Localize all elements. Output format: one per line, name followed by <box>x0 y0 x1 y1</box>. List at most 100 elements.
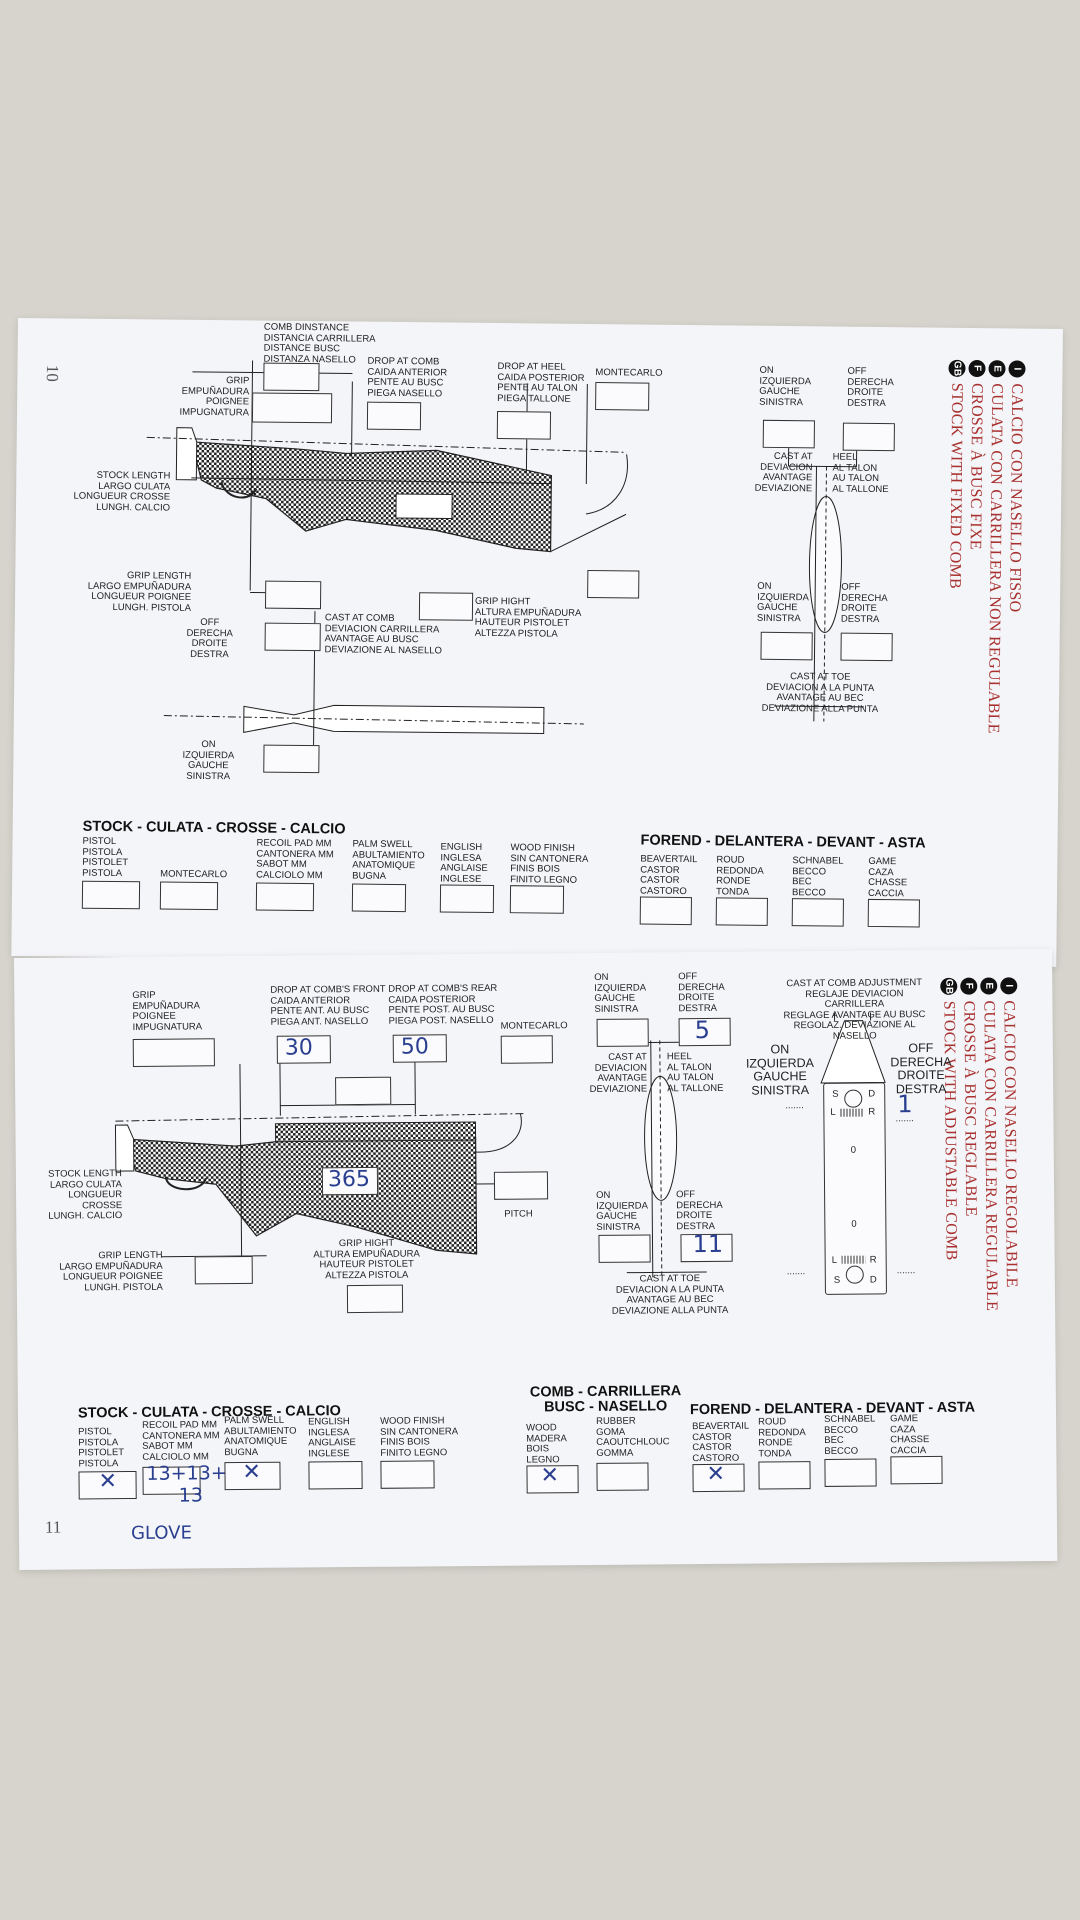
scale-top <box>840 1108 865 1117</box>
opt-pistol-label: PISTOL PISTOLA PISTOLET PISTOLA <box>82 835 129 879</box>
panel-d-bot: D <box>869 1274 877 1286</box>
forend-beavertail-value: ✕ <box>706 1461 726 1487</box>
adjust-screw-top[interactable] <box>844 1089 863 1108</box>
cast-toe-on-label: ON IZQUIERDA GAUCHE SINISTRA <box>596 1189 648 1233</box>
forend-round-field[interactable] <box>758 1461 811 1490</box>
montecarlo-field[interactable] <box>500 1035 553 1064</box>
drop-comb-field[interactable] <box>366 401 422 431</box>
comb-wood-value: ✕ <box>540 1463 560 1489</box>
grip-length-field[interactable] <box>194 1255 253 1285</box>
opt-recoil-value: 13+13+ <box>146 1462 227 1485</box>
comb-distance-label: COMB DINSTANCE DISTANCIA CARRILLERA DIST… <box>263 321 376 366</box>
stock-section-title: STOCK - CULATA - CROSSE - CALCIO <box>82 818 346 838</box>
opt-english-field[interactable] <box>439 884 495 914</box>
adj-dots-bot-right: ....... <box>896 1265 916 1277</box>
drop-heel-label: DROP AT HEEL CAIDA POSTERIOR PENTE AU TA… <box>497 361 585 405</box>
opt-palm-field[interactable] <box>351 883 407 913</box>
on-label: ON IZQUIERDA GAUCHE SINISTRA <box>182 738 235 782</box>
grip-hight-field[interactable] <box>346 1284 404 1314</box>
cast-toe-off-label: OFF DERECHA DROITE DESTRA <box>840 581 888 625</box>
forend-game-field[interactable] <box>890 1455 943 1485</box>
opt-recoil-label: RECOIL PAD mm CANTONERA mm SABOT mm CALC… <box>256 837 334 881</box>
opt-recoil-value-2: 13 <box>178 1484 203 1507</box>
comb-section-title: COMB - CARRILLERA BUSC - NASELLO <box>529 1383 682 1416</box>
off-field[interactable] <box>264 622 321 652</box>
forend-schnabel-label: SCHNABEL BECCO BEC BECCO <box>824 1413 876 1457</box>
adj-dots-bot-left: ....... <box>786 1266 806 1278</box>
drop-heel-field[interactable] <box>496 411 552 440</box>
forend-schnabel-label: SCHNABEL BECCO BEC BECCO <box>791 855 844 898</box>
cast-off-label: OFF DERECHA DROITE DESTRA <box>678 971 725 1014</box>
grip-field[interactable] <box>132 1038 215 1067</box>
cast-adjust-panel: S D L R 0 0 L R S D <box>823 1082 887 1295</box>
page-number: 10 <box>42 364 63 382</box>
cast-heel-left-label: CAST AT DEVIACION AVANTAGE DEVIAZIONE <box>754 450 813 494</box>
cast-heel-off-field[interactable] <box>842 422 895 452</box>
on-field[interactable] <box>263 744 320 774</box>
opt-wood-field[interactable] <box>509 885 565 914</box>
cast-toe-on-field[interactable] <box>598 1234 651 1263</box>
cast-heel-on-field[interactable] <box>762 419 815 449</box>
title-gb: GBSTOCK WITH FIXED COMB <box>946 359 966 590</box>
opt-wood-label: WOOD FINISH SIN CANTONERA FINIS BOIS FIN… <box>380 1415 459 1459</box>
forend-game-label: GAME CAZA CHASSE CACCIA <box>867 855 908 899</box>
page-number: 11 <box>44 1517 62 1537</box>
drop-front-label: DROP AT COMB'S FRONT CAIDA ANTERIOR PENT… <box>270 983 386 1028</box>
opt-pistol-label: PISTOL PISTOLA PISTOLET PISTOLA <box>78 1426 125 1469</box>
title-i: ICALCIO CON NASELLO FISSO <box>1005 360 1026 613</box>
forend-section-title: FOREND - DELANTERA - DEVANT - ASTA <box>640 832 926 852</box>
adjust-screw-bot[interactable] <box>845 1265 864 1284</box>
opt-palm-label: PALM SWELL ABULTAMIENTO ANATOMIQUE BUGNA <box>352 838 425 882</box>
comb-distance-field[interactable] <box>335 1076 392 1106</box>
cast-comb-label: CAST AT COMB DEVIACION CARRILLERA AVANTA… <box>324 612 442 656</box>
forend-game-field[interactable] <box>867 898 920 928</box>
cast-toe-off-label: OFF DERECHA DROITE DESTRA <box>676 1189 723 1232</box>
adj-dots-top-left: ....... <box>785 1100 804 1112</box>
panel-l-bot: L <box>831 1254 838 1266</box>
title-i: ICALCIO CON NASELLO REGOLABILE <box>999 977 1020 1288</box>
grip-field[interactable] <box>251 392 333 424</box>
grip-label: GRIP EMPUÑADURA POIGNEE IMPUGNATURA <box>132 989 203 1033</box>
grip-hight-label: GRIP HIGHT ALTURA EMPUÑADURA HAUTEUR PIS… <box>474 595 582 640</box>
forend-beavertail-label: BEAVERTAIL CASTOR CASTOR CASTORO <box>639 853 698 897</box>
stock-adjustable-diagram <box>114 1012 886 1278</box>
opt-pistol-field[interactable] <box>81 880 141 910</box>
stock-length-label: STOCK LENGTH LARGO CULATA LONGUEUR CROSS… <box>48 1168 123 1222</box>
montecarlo-field[interactable] <box>595 382 650 411</box>
comb-distance-field[interactable] <box>263 362 320 392</box>
montecarlo-label: MONTECARLO <box>500 1020 568 1032</box>
panel-s-top: S <box>832 1088 839 1100</box>
grip-length-field[interactable] <box>264 580 322 610</box>
cast-toe-off-field[interactable] <box>840 632 893 662</box>
cast-on-label: ON IZQUIERDA GAUCHE SINISTRA <box>759 364 812 408</box>
opt-recoil-label: RECOIL PAD mm CANTONERA mm SABOT mm CALC… <box>142 1419 220 1463</box>
pitch-field[interactable] <box>493 1171 549 1200</box>
title-e: ECULATA CON CARRILLERA REGULABLE <box>979 977 1000 1311</box>
cast-toe-off-value: 11 <box>692 1229 724 1259</box>
forend-beavertail-field[interactable] <box>639 896 692 926</box>
comb-rubber-field[interactable] <box>596 1462 649 1491</box>
grip-hight-label: GRIP HIGHT ALTURA EMPUÑADURA HAUTEUR PIS… <box>313 1237 420 1281</box>
cast-toe-label: CAST AT TOE DEVIACION A LA PUNTA AVANTAG… <box>761 671 879 715</box>
forend-schnabel-field[interactable] <box>791 898 844 927</box>
drop-front-value: 30 <box>284 1035 313 1061</box>
opt-english-field[interactable] <box>308 1460 363 1490</box>
cast-heel-on-field[interactable] <box>596 1018 649 1047</box>
forend-round-field[interactable] <box>715 897 768 926</box>
opt-pistol-value: ✕ <box>98 1469 118 1495</box>
forend-round-label: ROUD REDONDA RONDE TONDA <box>715 854 764 898</box>
montecarlo-lower-field[interactable] <box>587 569 640 599</box>
forend-game-label: GAME CAZA CHASSE CACCIA <box>890 1413 930 1456</box>
title-f: FCROSSE À BUSC REGLABLE <box>959 977 979 1217</box>
scale-bot <box>841 1255 866 1264</box>
pitch-label: PITCH <box>504 1208 533 1220</box>
off-label: OFF DERECHA DROITE DESTRA <box>186 616 233 660</box>
opt-wood-field[interactable] <box>380 1460 435 1489</box>
cast-toe-on-field[interactable] <box>760 631 813 661</box>
grip-length-label: GRIP LENGTH LARGO EMPUÑADURA LONGUEUR PO… <box>87 570 192 614</box>
opt-english-label: ENGLISH INGLESA ANGLAISE INGLESE <box>440 841 488 885</box>
opt-montecarlo-field[interactable] <box>159 881 219 911</box>
forend-schnabel-field[interactable] <box>824 1458 877 1487</box>
page-11: 11 GBSTOCK WITH ADJUSTABLE COMB FCROSSE … <box>14 948 1058 1570</box>
opt-recoil-field[interactable] <box>255 882 315 912</box>
